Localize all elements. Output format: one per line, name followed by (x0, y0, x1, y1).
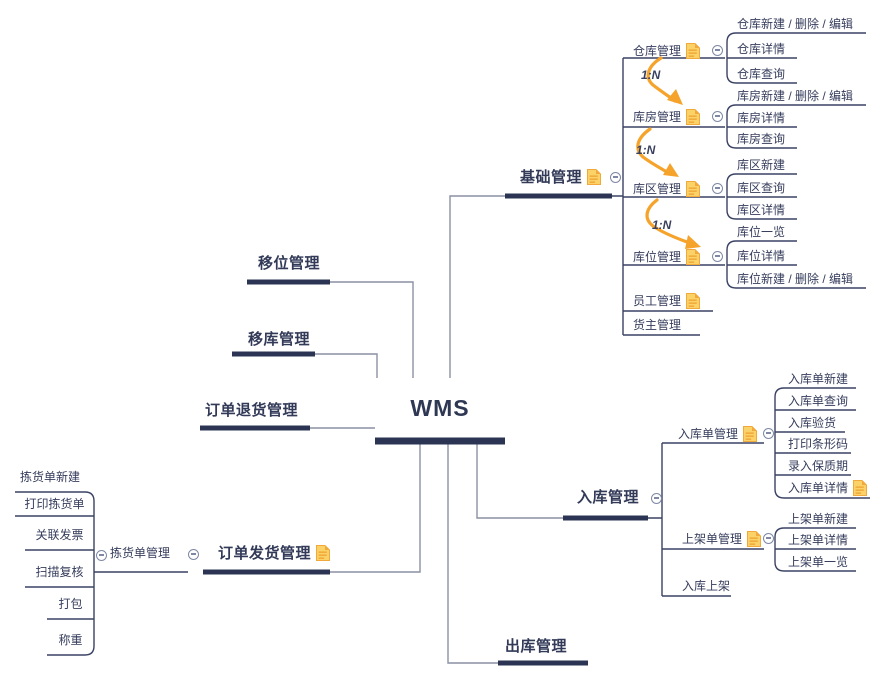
document-icon[interactable] (686, 249, 700, 265)
document-icon[interactable] (686, 293, 700, 309)
node-storeroom-query[interactable]: 库房查询 (737, 132, 786, 146)
node-print-picking-list[interactable]: 打印拣货单 (24, 497, 85, 511)
document-icon[interactable] (587, 169, 601, 185)
relation-arrow-3[interactable] (645, 198, 701, 249)
node-zone-query[interactable]: 库区查询 (737, 181, 786, 195)
collapse-icon[interactable] (188, 549, 199, 560)
relation-label[interactable]: 1:N (636, 143, 656, 157)
node-inbound-mgmt[interactable]: 入库管理 (577, 489, 640, 506)
collapse-icon[interactable] (712, 111, 723, 122)
node-weighing[interactable]: 称重 (58, 633, 83, 647)
node-storeroom-detail[interactable]: 库房详情 (737, 111, 786, 125)
node-putaway-order-list[interactable]: 上架单一览 (788, 555, 849, 569)
document-icon[interactable] (853, 480, 867, 496)
node-picking-list-mgmt[interactable]: 拣货单管理 (110, 546, 171, 560)
node-warehouse-create-delete-edit[interactable]: 仓库新建 / 删除 / 编辑 (737, 17, 854, 31)
node-location-create-delete-edit[interactable]: 库位新建 / 删除 / 编辑 (737, 272, 854, 286)
relation-label[interactable]: 1:N (652, 218, 672, 232)
node-inbound-order-query[interactable]: 入库单查询 (788, 394, 849, 408)
node-storeroom-mgmt[interactable]: 库房管理 (633, 109, 700, 125)
document-icon[interactable] (686, 43, 700, 59)
node-warehouse-mgmt[interactable]: 仓库管理 (633, 43, 700, 59)
node-putaway-order-mgmt[interactable]: 上架单管理 (682, 531, 761, 547)
document-icon[interactable] (686, 109, 700, 125)
node-inbound-putaway[interactable]: 入库上架 (682, 579, 731, 593)
collapse-icon[interactable] (763, 428, 774, 439)
node-packing[interactable]: 打包 (58, 597, 83, 611)
node-zone-create[interactable]: 库区新建 (737, 158, 786, 172)
node-inbound-order-create[interactable]: 入库单新建 (788, 372, 849, 386)
node-zone-mgmt[interactable]: 库区管理 (633, 181, 700, 197)
collapse-icon[interactable] (96, 550, 107, 561)
node-inbound-order-mgmt[interactable]: 入库单管理 (678, 426, 757, 442)
relation-arrow-2[interactable] (636, 127, 679, 177)
node-print-barcode[interactable]: 打印条形码 (788, 437, 849, 451)
node-location-mgmt[interactable]: 库位管理 (633, 249, 700, 265)
document-icon[interactable] (316, 545, 330, 561)
node-inbound-inspection[interactable]: 入库验货 (788, 416, 837, 430)
node-order-return-mgmt[interactable]: 订单退货管理 (205, 402, 299, 419)
node-wms-root[interactable]: WMS (410, 395, 470, 421)
node-picking-list-create[interactable]: 拣货单新建 (19, 470, 80, 484)
node-scan-recheck[interactable]: 扫描复核 (35, 565, 84, 579)
collapse-icon[interactable] (712, 45, 723, 56)
root-branch-lines (310, 195, 563, 664)
topic-bars (200, 193, 648, 666)
relation-arrow-1[interactable] (646, 56, 683, 105)
node-owner-mgmt[interactable]: 货主管理 (633, 318, 682, 332)
subtree-lines (15, 32, 870, 656)
node-outbound-mgmt[interactable]: 出库管理 (505, 638, 568, 655)
relation-label[interactable]: 1:N (641, 68, 661, 82)
node-inbound-order-detail[interactable]: 入库单详情 (788, 480, 867, 496)
document-icon[interactable] (686, 181, 700, 197)
node-storeroom-create-delete-edit[interactable]: 库房新建 / 删除 / 编辑 (737, 89, 854, 103)
collapse-icon[interactable] (651, 493, 662, 504)
node-location-detail[interactable]: 库位详情 (737, 249, 786, 263)
node-putaway-order-detail[interactable]: 上架单详情 (788, 533, 849, 547)
collapse-icon[interactable] (712, 251, 723, 262)
collapse-icon[interactable] (712, 183, 723, 194)
collapse-icon[interactable] (763, 533, 774, 544)
document-icon[interactable] (743, 426, 757, 442)
node-transfer-mgmt[interactable]: 移库管理 (248, 331, 311, 348)
node-zone-detail[interactable]: 库区详情 (737, 203, 786, 217)
node-location-list[interactable]: 库位一览 (737, 225, 786, 239)
node-relocation-mgmt[interactable]: 移位管理 (258, 255, 321, 272)
node-basic-mgmt[interactable]: 基础管理 (520, 169, 601, 185)
node-warehouse-detail[interactable]: 仓库详情 (737, 42, 786, 56)
node-link-invoice[interactable]: 关联发票 (35, 528, 84, 542)
node-enter-shelf-life[interactable]: 录入保质期 (788, 459, 849, 473)
node-staff-mgmt[interactable]: 员工管理 (633, 293, 700, 309)
node-warehouse-query[interactable]: 仓库查询 (737, 67, 786, 81)
collapse-icon[interactable] (610, 172, 621, 183)
node-putaway-order-create[interactable]: 上架单新建 (788, 512, 849, 526)
node-order-shipping-mgmt[interactable]: 订单发货管理 (218, 545, 330, 561)
document-icon[interactable] (747, 531, 761, 547)
